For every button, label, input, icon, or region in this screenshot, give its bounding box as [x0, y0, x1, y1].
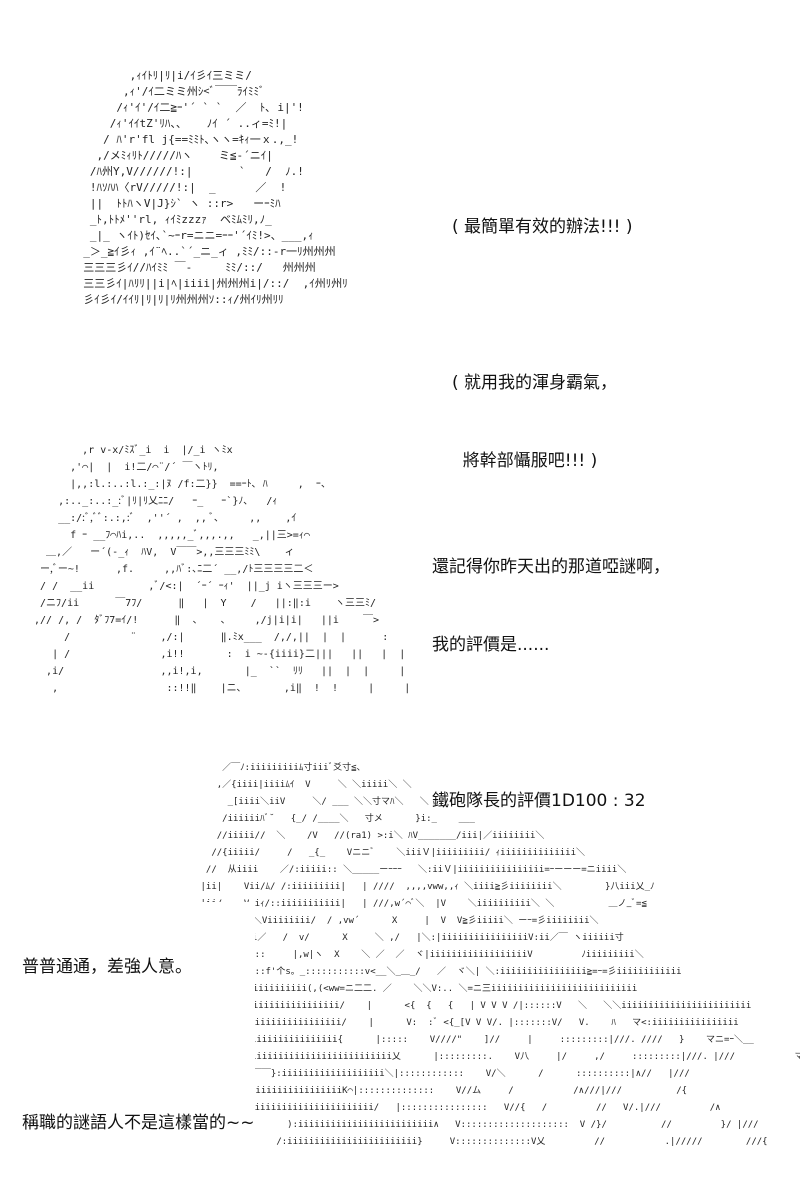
dialogue-line: [22, 1032, 255, 1058]
dialogue-line: 普普通通，差強人意。: [22, 957, 192, 977]
ascii-art-figure-2: ,r v-x/ﾐｽﾞ_i i |/_i ヽﾐx ,'⌒| | i!二/⌒¨/´ …: [34, 445, 408, 694]
dialogue-line: 鐵砲隊長的評價1D100 : 32: [432, 791, 646, 811]
panel-2: ,r v-x/ﾐｽﾞ_i i |/_i ヽﾐx ,'⌒| | i!二/⌒¨/´ …: [0, 390, 800, 811]
panel-3: ／￣ﾉ:iiiiiiiiiﾑ寸iiiﾞ爻寸≦、 ,／{iiii|iiiiﾑｲ V…: [0, 730, 800, 1200]
panel-1: ,ｨｲﾄﾘ|ﾘ|i/ｲ彡ｲ三ミミ/ ,ｨ'/ｲ二ミミ州ｼ<ﾞ￣￣ﾗｲﾐﾐﾞ /ｨ…: [0, 0, 800, 471]
dialogue-line: 將幹部懾服吧!!! ): [452, 451, 598, 471]
dialogue-2: 還記得你昨天出的那道啞謎啊， 我的評價是...... 鐵砲隊長的評價1D100 …: [432, 502, 670, 866]
ascii-art-figure-1: ,ｨｲﾄﾘ|ﾘ|i/ｲ彡ｲ三ミミ/ ,ｨ'/ｲ二ミミ州ｼ<ﾞ￣￣ﾗｲﾐﾐﾞ /ｨ…: [83, 69, 348, 306]
dialogue-line: 稱職的謎語人不是這樣當的~~: [22, 1113, 255, 1133]
dialogue-line: 我的評價是......: [432, 635, 550, 655]
dialogue-1: ( 最簡單有效的辦法!!! ) ( 就用我的渾身霸氣， 將幹部懾服吧!!! ): [452, 162, 633, 526]
dialogue-line: [452, 292, 633, 318]
dialogue-line: 還記得你昨天出的那道啞謎啊，: [432, 557, 670, 577]
dialogue-line: ( 就用我的渾身霸氣，: [452, 373, 618, 393]
dialogue-3: 普普通通，差強人意。 稱職的謎語人不是這樣當的~~: [22, 902, 255, 1188]
dialogue-line: ( 最簡單有效的辦法!!! ): [452, 217, 633, 237]
